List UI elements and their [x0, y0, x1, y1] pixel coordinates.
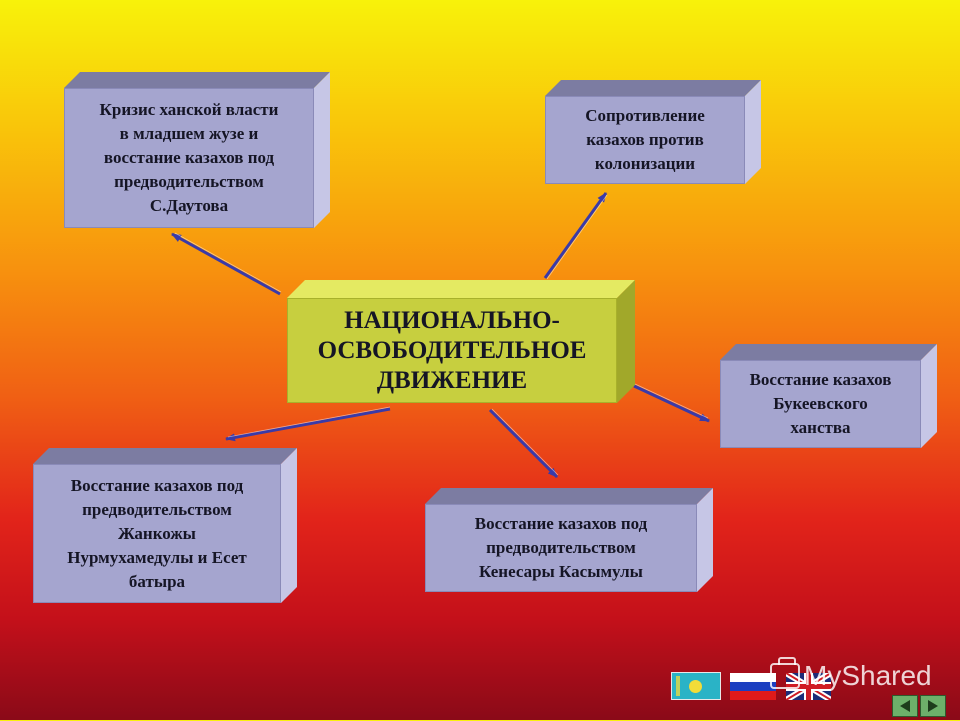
node-colonization: Сопротивление казахов против колонизации — [545, 80, 761, 184]
node-srym: Кризис ханской власти в младшем жузе и в… — [64, 72, 330, 228]
arrow-to-colonization — [543, 192, 608, 279]
node-kenesary-label: Восстание казахов под предводительством … — [425, 504, 697, 592]
node-zhankozha-label: Восстание казахов под предводительством … — [33, 464, 281, 603]
uk-flag[interactable] — [786, 673, 831, 700]
russia-flag[interactable] — [730, 673, 776, 700]
back-arrow-icon[interactable] — [892, 695, 918, 717]
node-bukey-label: Восстание казахов Букеевского ханства — [720, 360, 921, 448]
central-node-label: НАЦИОНАЛЬНО- ОСВОБОДИТЕЛЬНОЕ ДВИЖЕНИЕ — [287, 298, 617, 403]
node-kenesary: Восстание казахов под предводительством … — [425, 488, 713, 592]
watermark-text: MyShared — [804, 660, 932, 691]
arrow-to-bukey — [633, 384, 710, 423]
watermark: MyShared — [770, 657, 932, 692]
arrow-to-zhankozha — [225, 407, 391, 442]
node-bukey: Восстание казахов Букеевского ханства — [720, 344, 937, 448]
forward-arrow-icon[interactable] — [920, 695, 946, 717]
myshared-logo-icon — [770, 657, 800, 689]
kazakhstan-flag[interactable] — [671, 672, 721, 700]
arrow-to-srym — [171, 232, 281, 296]
node-zhankozha: Восстание казахов под предводительством … — [33, 448, 297, 603]
node-srym-label: Кризис ханской власти в младшем жузе и в… — [64, 88, 314, 228]
node-colonization-label: Сопротивление казахов против колонизации — [545, 96, 745, 184]
arrow-to-kenesary — [488, 408, 559, 479]
central-node: НАЦИОНАЛЬНО- ОСВОБОДИТЕЛЬНОЕ ДВИЖЕНИЕ — [287, 280, 635, 403]
